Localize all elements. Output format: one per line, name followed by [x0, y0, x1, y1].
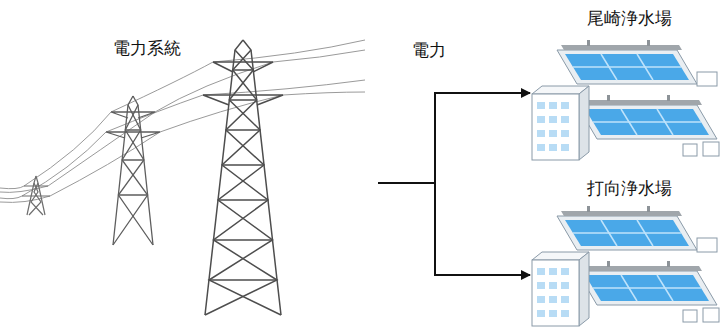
- pylon-medium: [106, 96, 160, 245]
- pylon-small: [22, 176, 50, 215]
- water-plant-icon: [532, 40, 719, 160]
- node-heading: 電力系統: [113, 38, 181, 58]
- water-plant: 尾崎浄水場: [530, 6, 723, 168]
- power-connector: [378, 183, 530, 275]
- water-plant: 打向浄水場: [530, 176, 723, 330]
- power-grid: 電力系統: [0, 20, 378, 325]
- power-connector: [378, 93, 530, 183]
- water-plant-icon: [532, 206, 719, 326]
- power-wires: [0, 40, 365, 202]
- pylon-large: [203, 40, 283, 315]
- node-heading: 尾崎浄水場: [587, 8, 672, 28]
- node-heading: 打向浄水場: [587, 178, 672, 198]
- edge-label: 電力: [410, 40, 448, 60]
